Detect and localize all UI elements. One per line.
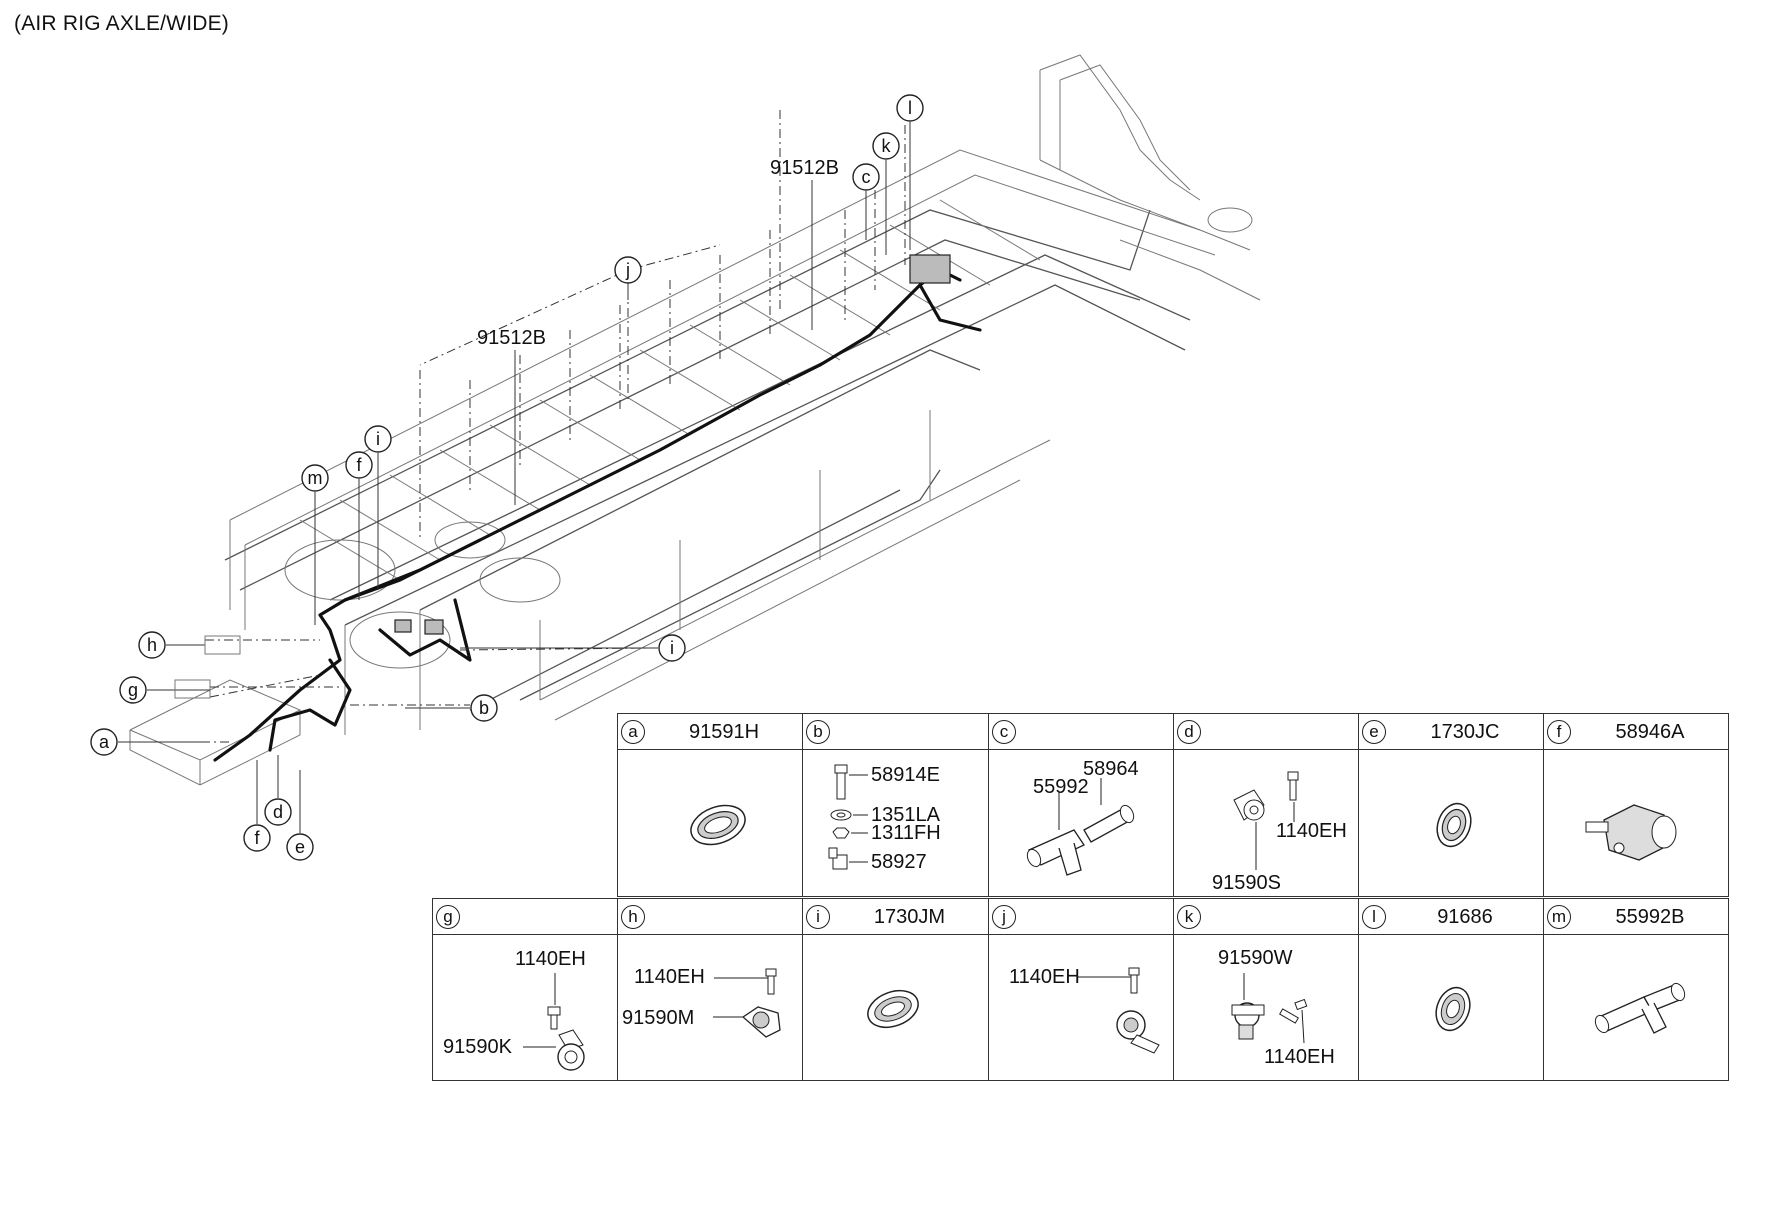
clip-bolt-icon: [1231, 973, 1308, 1044]
svg-text:d: d: [273, 802, 283, 822]
cell-j: 1140EH: [988, 934, 1174, 1081]
svg-text:i: i: [376, 429, 380, 449]
tee-fitting-icon: [1026, 778, 1135, 876]
b-part-1: 58914E: [871, 764, 940, 786]
svg-text:f: f: [254, 828, 260, 848]
valve-connector-icon: [1585, 804, 1677, 861]
h-part-1: 1140EH: [634, 966, 705, 988]
svg-text:h: h: [147, 635, 157, 655]
svg-text:g: g: [128, 680, 138, 700]
wiring-harness: [213, 254, 982, 762]
cell-g: 1140EH 91590K: [432, 934, 618, 1081]
cell-a: [617, 749, 803, 897]
callout-l: l: [896, 94, 924, 250]
k-part-1: 91590W: [1218, 947, 1293, 969]
cell-f: [1543, 749, 1729, 897]
cell-m: [1543, 934, 1729, 1081]
callout-j: j: [614, 256, 642, 300]
cell-c: 58964 55992: [988, 749, 1174, 897]
grommet-oval-icon: [867, 989, 919, 1029]
cell-k: 91590W 1140EH: [1173, 934, 1359, 1081]
d-part-1: 1140EH: [1276, 820, 1347, 842]
cell-e: [1358, 749, 1544, 897]
b-part-3: 1311FH: [871, 822, 941, 844]
callout-d: d: [264, 755, 292, 826]
c-part-2: 55992: [1033, 776, 1089, 798]
svg-text:c: c: [862, 167, 871, 187]
header-g: g: [432, 898, 618, 935]
svg-text:j: j: [625, 260, 630, 280]
page-title: (AIR RIG AXLE/WIDE): [14, 12, 229, 35]
svg-text:k: k: [882, 136, 892, 156]
clip-bolt-icon: [1233, 771, 1299, 870]
clip-bolt-icon: [523, 973, 585, 1071]
header-h: h: [617, 898, 803, 935]
cell-d: 1140EH 91590S: [1173, 749, 1359, 897]
clip-bolt-icon: [1077, 967, 1160, 1054]
svg-text:i: i: [670, 638, 674, 658]
grommet-round-icon: [1436, 802, 1472, 848]
grommet-round-icon: [1435, 986, 1471, 1032]
cell-b: 58914E 1351LA 1311FH 58927: [802, 749, 989, 897]
callout-e: e: [286, 770, 314, 861]
svg-text:l: l: [908, 98, 912, 118]
chassis-frame: [129, 54, 1261, 786]
b-part-4: 58927: [871, 851, 927, 873]
c-part-1: 58964: [1083, 758, 1139, 780]
callout-i-right: i: [460, 634, 686, 662]
label-91512b-lower: 91512B: [477, 327, 546, 349]
callout-k: k: [872, 132, 900, 255]
grommet-oval-icon: [690, 804, 746, 846]
j-part-1: 1140EH: [1009, 966, 1080, 988]
d-part-2: 91590S: [1212, 872, 1281, 894]
header-j: j: [988, 898, 1174, 935]
callout-f-top: f: [345, 451, 373, 600]
clip-bolt-icon: [713, 968, 781, 1038]
callout-h: h: [138, 631, 241, 659]
header-b: b: [802, 713, 989, 750]
svg-text:b: b: [479, 698, 489, 718]
svg-text:m: m: [308, 468, 323, 488]
cell-h: 1140EH 91590M: [617, 934, 803, 1081]
header-k: k: [1173, 898, 1359, 935]
g-part-2: 91590K: [443, 1036, 512, 1058]
b-part-2: 1351LA: [871, 804, 940, 826]
callout-i-top: i: [364, 425, 392, 590]
header-c: c: [988, 713, 1174, 750]
svg-text:e: e: [295, 837, 305, 857]
callout-m: m: [301, 464, 329, 625]
g-part-1: 1140EH: [515, 948, 586, 970]
callout-b: b: [405, 694, 498, 722]
k-part-2: 1140EH: [1264, 1046, 1335, 1068]
callout-c: c: [852, 163, 880, 240]
svg-text:f: f: [356, 455, 362, 475]
bolt-washer-nut-icon: [828, 764, 868, 870]
svg-text:a: a: [99, 732, 110, 752]
tee-fitting-icon: [1594, 982, 1686, 1034]
cell-l: [1358, 934, 1544, 1081]
header-d: d: [1173, 713, 1359, 750]
cell-i: [802, 934, 989, 1081]
label-91512b-upper: 91512B: [770, 157, 839, 179]
callout-a: a: [90, 728, 205, 756]
h-part-2: 91590M: [622, 1007, 695, 1029]
callout-f-bottom: f: [243, 760, 271, 852]
callout-g: g: [119, 676, 211, 704]
